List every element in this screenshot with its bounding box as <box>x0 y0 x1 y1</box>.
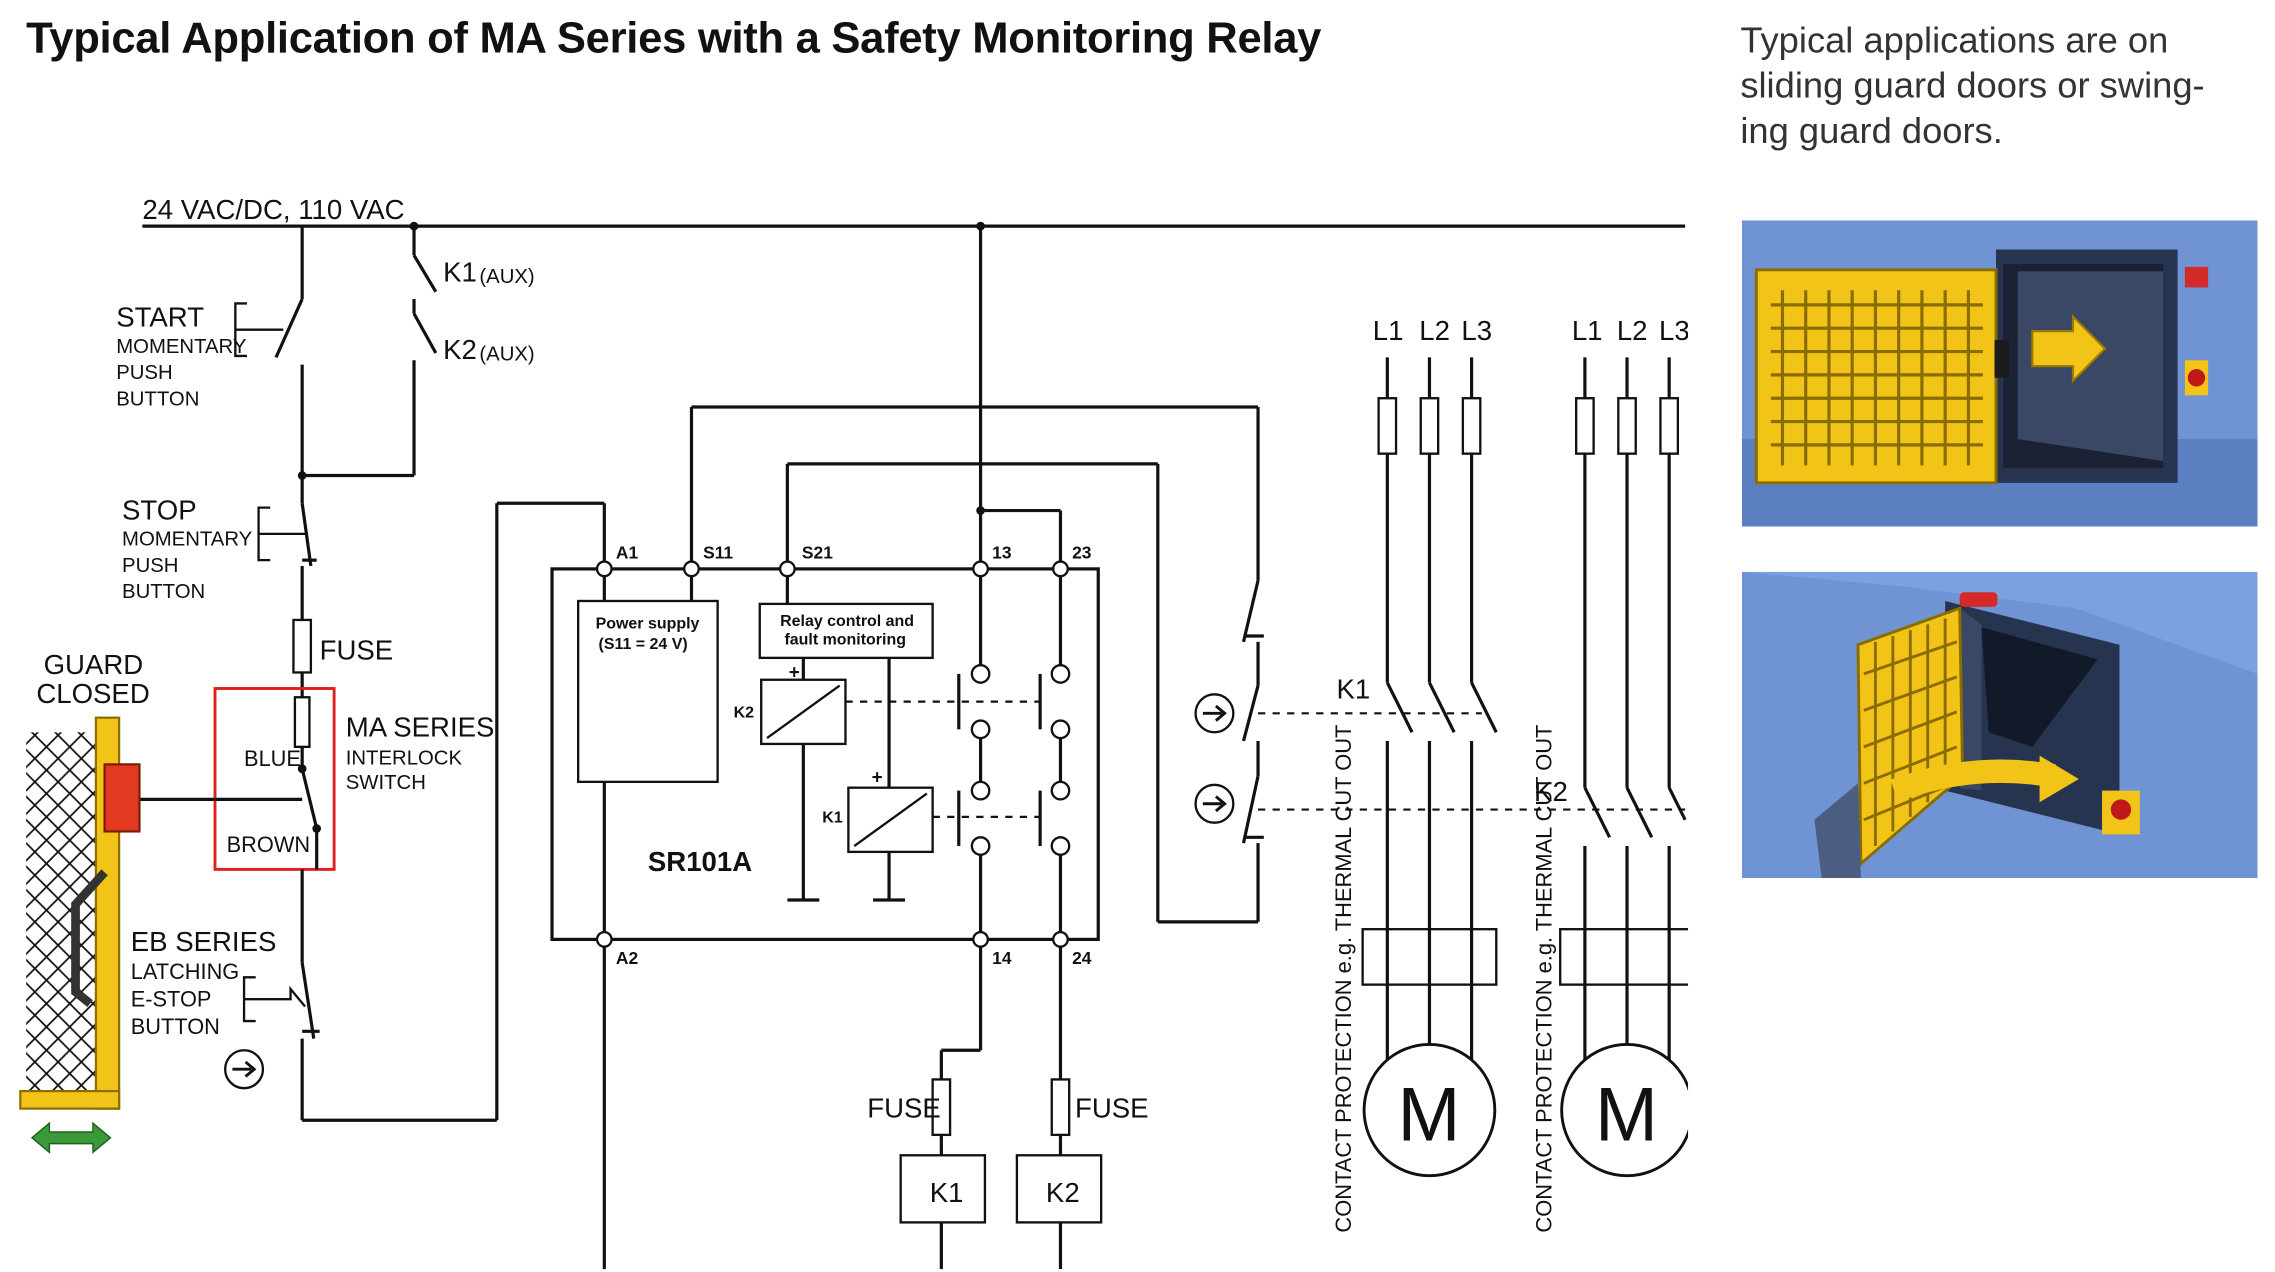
svg-text:23: 23 <box>1072 543 1092 563</box>
relay-model: SR101A <box>648 846 752 877</box>
svg-text:MOMENTARY: MOMENTARY <box>116 336 247 358</box>
start-contact <box>274 298 304 359</box>
ma-switch-outline <box>213 687 336 871</box>
svg-text:CONTACT PROTECTION e.g. THERMA: CONTACT PROTECTION e.g. THERMAL CUT OUT <box>1331 725 1356 1233</box>
svg-text:LATCHING: LATCHING <box>131 959 240 984</box>
svg-text:L2: L2 <box>1617 315 1648 346</box>
svg-text:+: + <box>872 767 883 788</box>
estop-contact <box>300 962 316 1039</box>
sliding-arrow-icon <box>30 1121 112 1154</box>
wire-blue-label: BLUE <box>244 746 301 771</box>
ma-actuator <box>103 763 141 833</box>
start-label: START <box>116 302 204 333</box>
svg-text:+: + <box>789 662 800 683</box>
safety-relay <box>550 567 1100 942</box>
fuse <box>931 1078 952 1137</box>
svg-text:E-STOP: E-STOP <box>131 986 212 1011</box>
svg-text:K1: K1 <box>1336 674 1370 705</box>
coil-k2 <box>1015 1154 1103 1224</box>
svg-text:14: 14 <box>992 948 1012 968</box>
svg-text:BUTTON: BUTTON <box>116 388 199 410</box>
k1-aux-label: K1 <box>443 256 477 287</box>
svg-text:L2: L2 <box>1419 315 1450 346</box>
stop-label: STOP <box>122 494 197 525</box>
sliding-guard-door-image <box>1741 220 2258 527</box>
relay-control-block <box>758 602 934 660</box>
stop-actuator <box>257 506 306 562</box>
fuse <box>1050 1078 1071 1137</box>
guard-label: GUARD <box>44 649 144 680</box>
internal-coil-k1 <box>847 786 934 854</box>
svg-text:A1: A1 <box>616 543 639 563</box>
svg-text:A2: A2 <box>616 948 638 968</box>
svg-text:L1: L1 <box>1373 315 1404 346</box>
ma-series-label: MA SERIES <box>346 712 495 743</box>
svg-text:Power supply: Power supply <box>596 616 700 633</box>
k1-aux-contact <box>412 254 438 293</box>
svg-text:BUTTON: BUTTON <box>122 581 205 603</box>
svg-text:L1: L1 <box>1572 315 1603 346</box>
wire-brown-label: BROWN <box>227 832 310 857</box>
ma-switch-contact <box>300 768 319 829</box>
svg-text:Relay control and: Relay control and <box>780 613 914 630</box>
svg-text:CLOSED: CLOSED <box>36 678 149 709</box>
relay-terminals-top <box>595 560 1069 578</box>
positive-opening-icon <box>1194 693 1235 734</box>
fuse-label: FUSE <box>1075 1092 1149 1123</box>
svg-text:(AUX): (AUX) <box>479 343 534 365</box>
power-supply-block <box>577 599 719 784</box>
svg-text:PUSH: PUSH <box>116 362 172 384</box>
k1-feedback-contact <box>1241 580 1260 643</box>
svg-text:K2: K2 <box>1046 1177 1080 1208</box>
k2-aux-contact <box>412 312 438 354</box>
svg-text:(S11 = 24 V): (S11 = 24 V) <box>599 636 688 653</box>
k2-feedback-contact <box>1241 685 1260 742</box>
svg-text:13: 13 <box>992 543 1012 563</box>
positive-opening-icon <box>224 1049 265 1090</box>
svg-text:S21: S21 <box>802 543 833 563</box>
svg-text:M: M <box>1397 1073 1460 1158</box>
supply-label: 24 VAC/DC, 110 VAC <box>142 194 404 225</box>
swing-guard-door-image <box>1741 571 2258 879</box>
svg-text:M: M <box>1595 1073 1658 1158</box>
motor-circuit-k1: L1 L2 L3 M K1 CONTACT PROTECTION e.g. TH… <box>1258 315 1498 1233</box>
application-note: Typical applications are on sliding guar… <box>1740 19 2263 155</box>
eb-series-label: EB SERIES <box>131 926 277 957</box>
note-line: Typical applications are on <box>1740 20 2169 62</box>
fuse-label: FUSE <box>320 634 394 665</box>
svg-text:L3: L3 <box>1659 315 1690 346</box>
svg-text:INTERLOCK: INTERLOCK <box>346 747 463 769</box>
positive-opening-icon <box>1194 783 1235 824</box>
svg-text:PUSH: PUSH <box>122 555 178 577</box>
note-line: ing guard doors. <box>1740 110 2003 152</box>
fuse <box>292 618 313 674</box>
fuse-label: FUSE <box>867 1092 941 1123</box>
svg-text:SWITCH: SWITCH <box>346 772 426 794</box>
svg-text:MOMENTARY: MOMENTARY <box>122 529 253 551</box>
coil-k1 <box>899 1154 987 1224</box>
stop-contact <box>300 503 313 567</box>
svg-text:BUTTON: BUTTON <box>131 1014 220 1039</box>
svg-text:CONTACT PROTECTION e.g. THERMA: CONTACT PROTECTION e.g. THERMAL CUT OUT <box>1532 725 1557 1233</box>
svg-text:(AUX): (AUX) <box>479 266 534 288</box>
note-line: sliding guard doors or swing- <box>1740 65 2205 107</box>
svg-text:K1: K1 <box>930 1177 964 1208</box>
start-actuator <box>234 302 284 358</box>
motor-circuit-k2: L1 L2 L3 M K2 CONTACT PROTECTION e.g. TH… <box>1258 315 1696 1233</box>
page-title: Typical Application of MA Series with a … <box>26 14 1322 63</box>
estop-actuator <box>242 976 306 1023</box>
svg-text:S11: S11 <box>703 543 733 563</box>
svg-text:24: 24 <box>1072 948 1092 968</box>
svg-text:K1: K1 <box>822 810 843 827</box>
svg-text:L3: L3 <box>1461 315 1492 346</box>
relay-output-contacts <box>957 576 1071 933</box>
svg-text:K2: K2 <box>1534 776 1568 807</box>
k2-aux-label: K2 <box>443 334 477 365</box>
svg-text:fault monitoring: fault monitoring <box>784 632 906 649</box>
guard-door-illustration <box>19 716 141 1110</box>
internal-coil-k2 <box>760 678 847 746</box>
svg-text:K2: K2 <box>734 705 755 722</box>
